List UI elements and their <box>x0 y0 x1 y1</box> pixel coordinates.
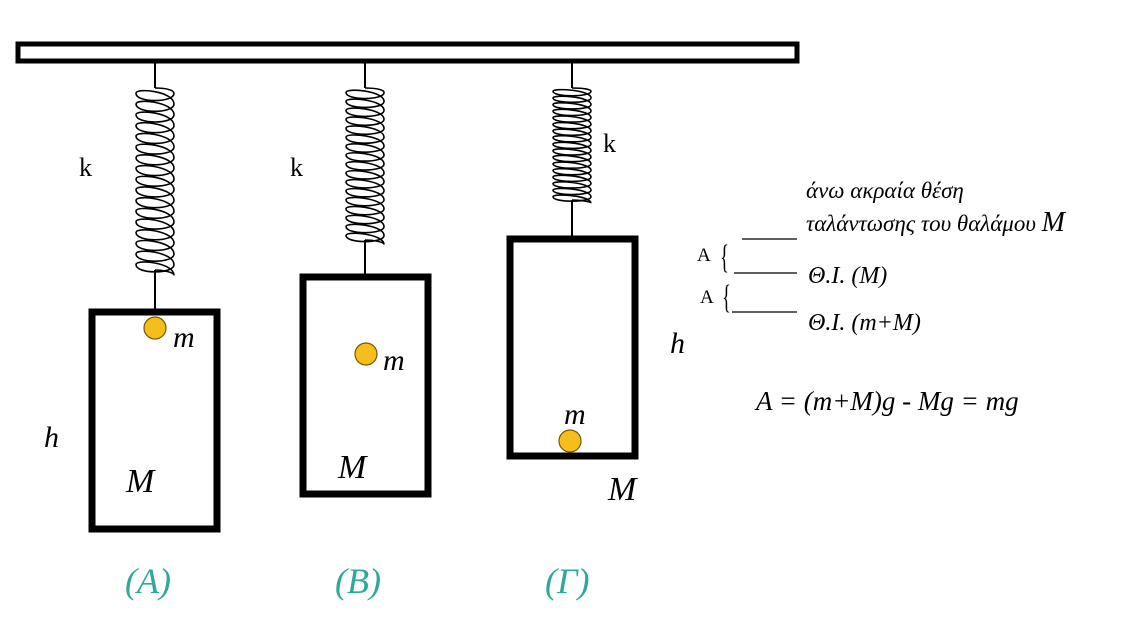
spring-a-coil <box>135 87 175 276</box>
ball-b <box>354 342 378 366</box>
ball-c <box>558 429 582 453</box>
height-label-c: h <box>670 327 685 360</box>
extreme-position-line1: άνω ακραία θέση <box>806 178 964 203</box>
ball-a <box>143 316 167 340</box>
spring-constant-label-a: k <box>79 153 92 182</box>
equilibrium-position-M: Θ.Ι. (M) <box>808 263 887 289</box>
small-mass-label-c: m <box>564 398 586 431</box>
setup-a: k h m M (A) <box>44 63 221 601</box>
chamber-mass-label-a: M <box>125 463 156 500</box>
ceiling-bar <box>15 41 800 64</box>
chamber-a <box>88 308 221 533</box>
amplitude-label-lower: A <box>700 287 714 308</box>
spring-b-coil <box>345 87 385 245</box>
extreme-position-line2: ταλάντωσης του θαλάμου M <box>806 207 1067 238</box>
equilibrium-position-mM: Θ.Ι. (m+M) <box>808 310 921 336</box>
extreme-position-mass: M <box>1041 207 1067 238</box>
chamber-mass-label-b: M <box>337 449 368 486</box>
amplitude-label-upper: A <box>697 245 711 266</box>
setup-c: k h m M (Γ) <box>506 63 685 601</box>
chamber-mass-label-c: M <box>607 471 638 508</box>
height-label-a: h <box>44 421 59 454</box>
small-mass-label-a: m <box>173 321 195 354</box>
amplitude-annotation: άνω ακραία θέση ταλάντωσης του θαλάμου M… <box>697 178 1067 416</box>
spring-constant-label-c: k <box>603 129 616 158</box>
caption-b: (B) <box>335 561 381 601</box>
spring-c-coil <box>552 87 592 204</box>
spring-constant-label-b: k <box>290 153 303 182</box>
amplitude-formula: A = (m+M)g - Mg = mg <box>754 386 1019 416</box>
caption-c: (Γ) <box>545 561 589 601</box>
brace-lower: { <box>722 278 731 315</box>
chamber-b <box>299 273 432 498</box>
small-mass-label-b: m <box>383 344 405 377</box>
setup-b: k m M (B) <box>290 63 432 601</box>
brace-upper: { <box>720 238 729 275</box>
chamber-c <box>506 235 639 460</box>
extreme-position-line2-text: ταλάντωσης του θαλάμου <box>806 211 1042 236</box>
caption-a: (A) <box>125 561 171 601</box>
